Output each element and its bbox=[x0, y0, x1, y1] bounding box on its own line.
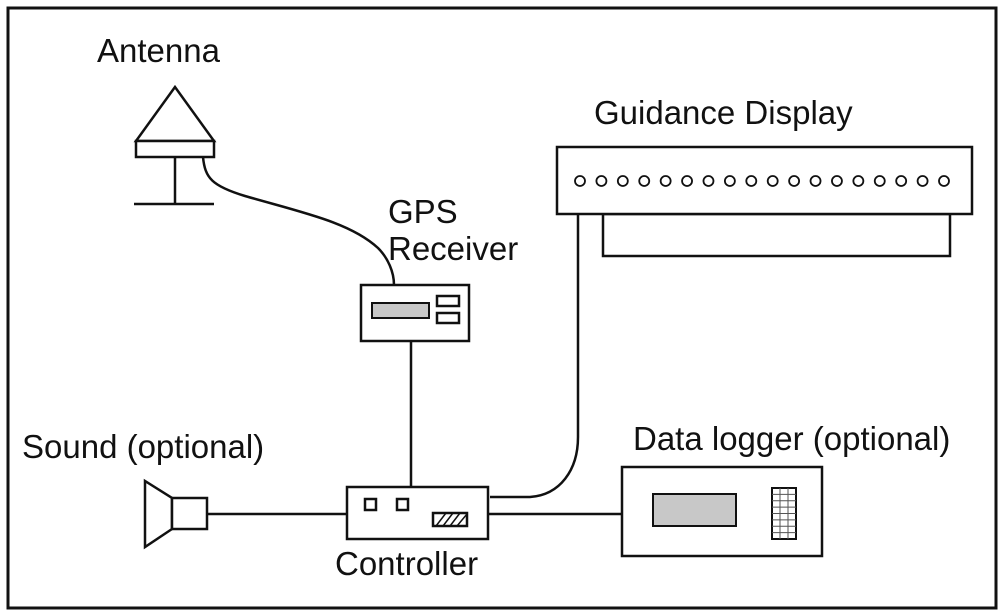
speaker-magnet bbox=[170, 496, 209, 531]
guidance-display-led-bar bbox=[574, 175, 950, 187]
controller-label: Controller bbox=[335, 545, 478, 582]
gps-receiver bbox=[359, 283, 471, 343]
antenna bbox=[133, 84, 217, 206]
guidance-led bbox=[659, 175, 672, 187]
guidance-led bbox=[638, 175, 651, 187]
antenna-label: Antenna bbox=[97, 32, 221, 69]
sound-label: Sound (optional) bbox=[22, 428, 264, 465]
guidance-led bbox=[681, 175, 693, 187]
speaker-cone bbox=[143, 478, 174, 550]
gps-receiver-button-top bbox=[435, 294, 461, 308]
guidance-led bbox=[873, 175, 886, 187]
guidance-display-lower-panel bbox=[601, 212, 952, 258]
guidance-led bbox=[916, 175, 929, 187]
controller bbox=[345, 485, 490, 541]
guidance-display bbox=[555, 145, 974, 258]
controller-button-right bbox=[395, 497, 410, 512]
guidance-led bbox=[938, 175, 950, 187]
guidance-led bbox=[574, 175, 586, 187]
gps-receiver-button-bottom bbox=[435, 311, 461, 325]
guidance-led bbox=[852, 175, 865, 187]
antenna-dome bbox=[133, 84, 217, 143]
guidance-led bbox=[831, 175, 843, 187]
speaker bbox=[143, 478, 209, 550]
guidance-led bbox=[616, 175, 629, 187]
diagram-frame bbox=[6, 6, 998, 610]
gps-label-line1: GPS bbox=[388, 193, 458, 230]
guidance-led bbox=[766, 175, 779, 187]
data-logger-keypad-grid bbox=[772, 488, 796, 539]
guidance-led bbox=[723, 175, 736, 187]
guidance-led bbox=[895, 175, 908, 187]
guidance-display-label: Guidance Display bbox=[594, 94, 853, 131]
data-logger-label: Data logger (optional) bbox=[633, 420, 950, 457]
guidance-led bbox=[702, 175, 715, 187]
display-to-controller-cable bbox=[490, 214, 580, 499]
guidance-led bbox=[788, 175, 801, 187]
antenna-cable bbox=[201, 156, 396, 286]
guidance-led bbox=[809, 175, 822, 187]
controller-button-left bbox=[363, 497, 378, 512]
gps-receiver-screen bbox=[371, 302, 430, 319]
antenna-base bbox=[134, 139, 216, 159]
guidance-led bbox=[595, 175, 608, 187]
data-logger bbox=[620, 465, 824, 558]
data-logger-screen bbox=[652, 493, 737, 527]
guidance-led bbox=[745, 175, 758, 187]
controller-display-hatch bbox=[435, 512, 468, 527]
gps-label-line2: Receiver bbox=[388, 230, 518, 267]
